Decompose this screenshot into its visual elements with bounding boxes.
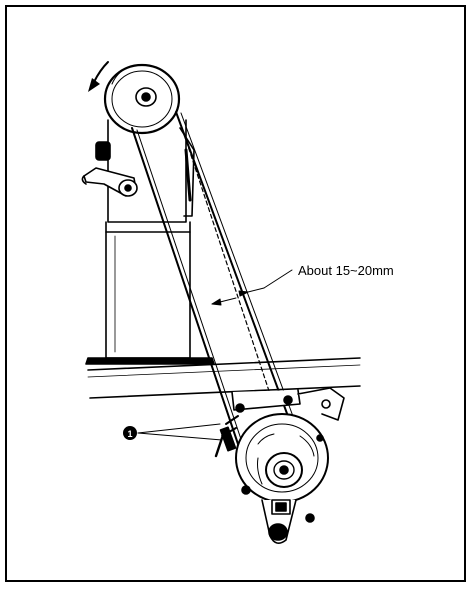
deflected-belt-line xyxy=(181,127,273,401)
figure-frame xyxy=(5,5,466,582)
callout-leaders xyxy=(137,423,223,441)
svg-text:1: 1 xyxy=(127,429,132,439)
deflection-dimension xyxy=(211,269,293,306)
handwheel-pulley xyxy=(103,63,181,135)
v-belt xyxy=(131,111,302,464)
rotation-arrow-icon xyxy=(88,61,109,92)
motor-unit xyxy=(214,387,345,544)
callout-marker-1: 1 xyxy=(123,426,137,440)
bobbin-winder xyxy=(81,141,138,197)
dimension-label: About 15~20mm xyxy=(298,263,394,278)
